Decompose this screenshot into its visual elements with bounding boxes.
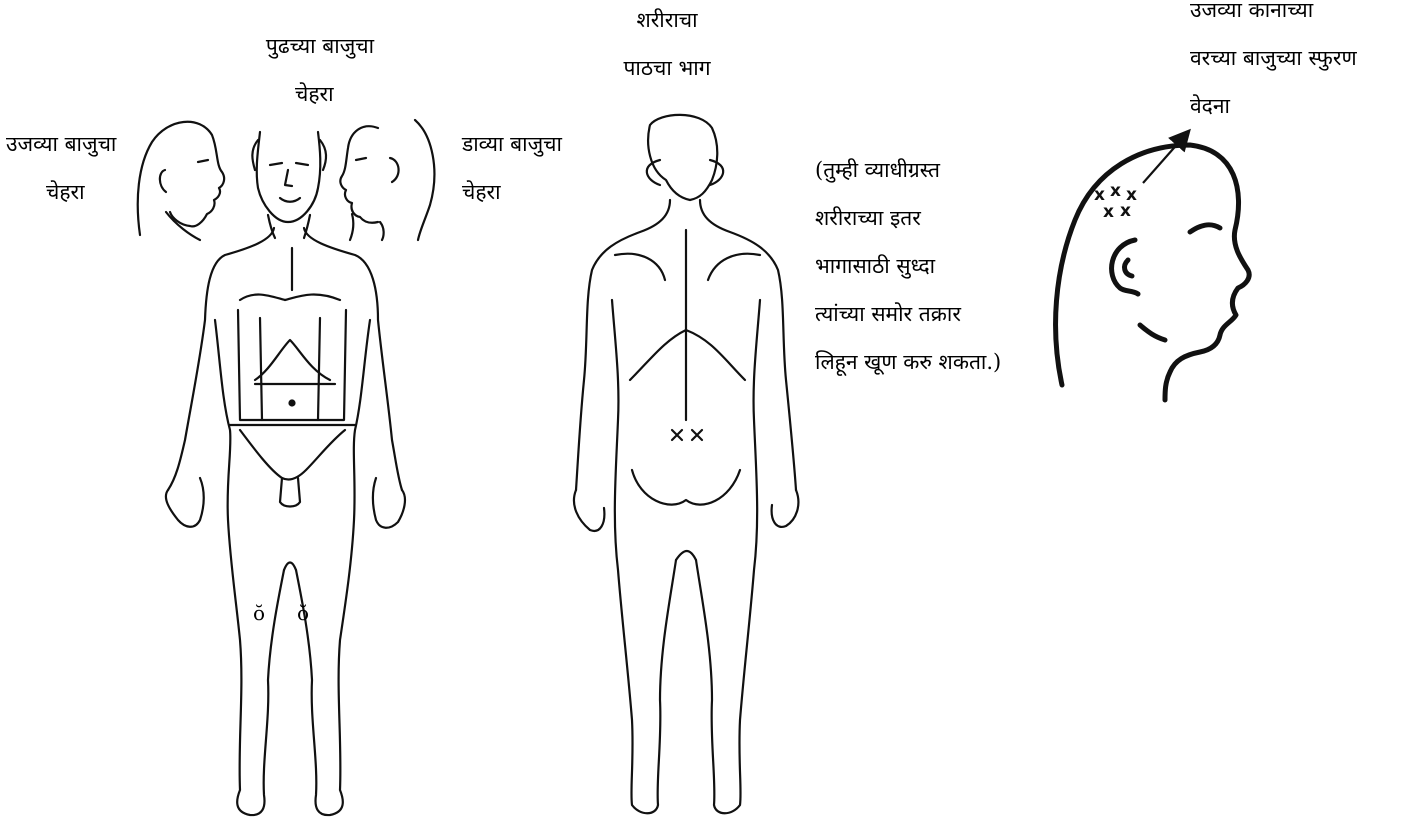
back-body-drawing	[574, 115, 798, 813]
pain-mark: x	[1110, 181, 1121, 201]
pain-marks: x x x x x	[1094, 181, 1137, 222]
pain-callout-arrow	[1143, 132, 1188, 183]
knee-mark-left: ŏ	[297, 601, 309, 625]
pain-profile-head-drawing	[1056, 145, 1250, 400]
right-profile-head-drawing	[138, 122, 224, 240]
pain-mark: x	[1103, 202, 1114, 222]
front-body-drawing	[166, 228, 405, 815]
pain-mark: x	[1120, 201, 1131, 221]
left-profile-head-drawing	[340, 120, 434, 240]
front-face-drawing	[252, 132, 326, 238]
knee-mark-right: ŏ	[253, 601, 265, 625]
